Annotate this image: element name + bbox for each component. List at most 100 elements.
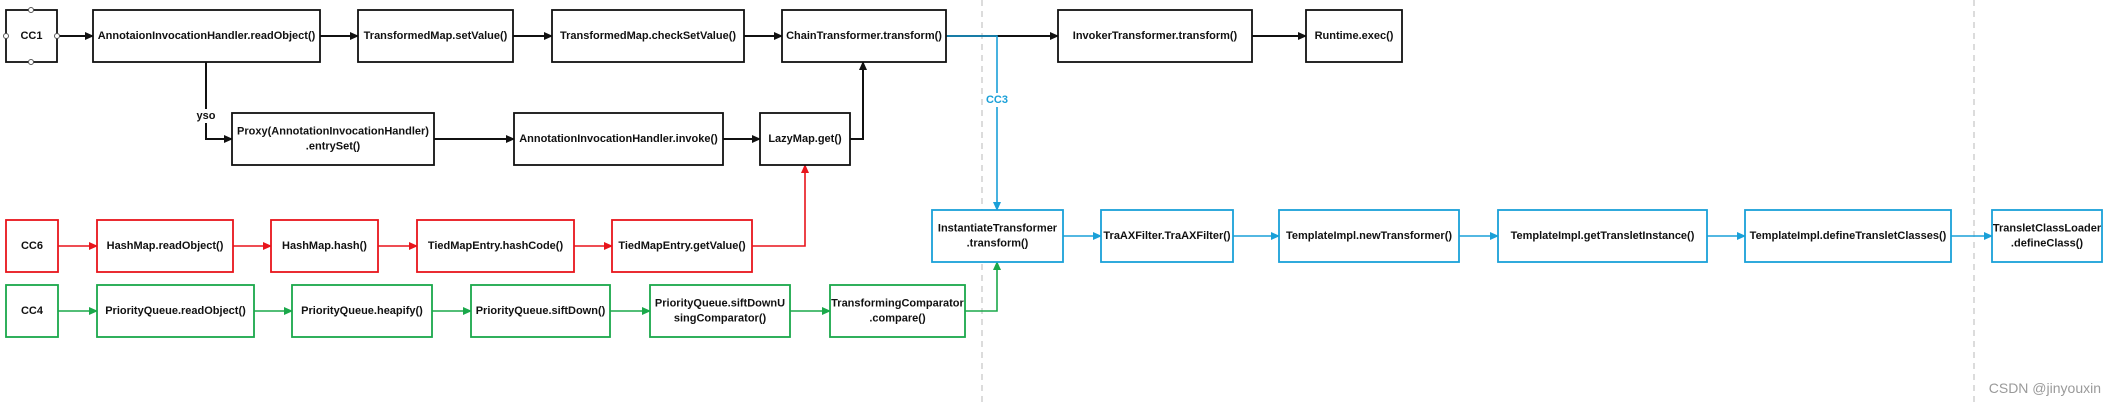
node-label-tme-hashcode: TiedMapEntry.hashCode() — [428, 240, 564, 252]
node-label-cc1: CC1 — [20, 30, 42, 42]
node-cc1: CC1 — [5, 9, 58, 63]
node-label-proxy-entryset-line-1: Proxy(AnnotationInvocationHandler) — [237, 126, 429, 138]
node-pq-siftdown: PriorityQueue.siftDown() — [470, 284, 611, 338]
node-box-cc6 — [5, 219, 59, 273]
node-pq-readobject: PriorityQueue.readObject() — [96, 284, 255, 338]
node-box-cc4 — [5, 284, 59, 338]
node-label-cc4: CC4 — [21, 305, 44, 317]
node-box-tc-compare — [829, 284, 966, 338]
node-label-hashmap-readobject: HashMap.readObject() — [107, 240, 224, 252]
node-tcl-defineclass: TransletClassLoader .defineClass() — [1991, 209, 2103, 263]
node-box-tcl-defineclass — [1991, 209, 2103, 263]
node-label-runtime-exec: Runtime.exec() — [1315, 30, 1394, 42]
node-invoker-transform: InvokerTransformer.transform() — [1057, 9, 1253, 63]
node-label-tm-checksetvalue: TransformedMap.checkSetValue() — [560, 30, 736, 42]
edge-label-cc3: CC3 — [986, 94, 1008, 106]
node-tc-compare: TransformingComparator .compare() — [829, 284, 966, 338]
node-box-tm-checksetvalue — [551, 9, 745, 63]
edge-tme-getvalue-to-lazymap-get — [752, 164, 809, 247]
node-label-pq-heapify: PriorityQueue.heapify() — [301, 305, 423, 317]
node-ti-definetransletclasses: TemplateImpl.defineTransletClasses() — [1744, 209, 1952, 263]
node-label-tme-getvalue: TiedMapEntry.getValue() — [618, 240, 746, 252]
edge-lazymap-get-to-chain-transform — [850, 61, 867, 140]
node-box-lazymap-get — [759, 112, 851, 166]
node-box-pq-siftdown — [470, 284, 611, 338]
node-pq-heapify: PriorityQueue.heapify() — [291, 284, 433, 338]
node-box-hashmap-readobject — [96, 219, 234, 273]
node-box-invoker-transform — [1057, 9, 1253, 63]
node-box-chain-transform — [781, 9, 947, 63]
node-box-pq-heapify — [291, 284, 433, 338]
node-label-pq-readobject: PriorityQueue.readObject() — [105, 305, 246, 317]
node-box-pq-siftdownusingcomparator — [649, 284, 791, 338]
node-label-tcl-defineclass-line-1: TransletClassLoader — [1993, 223, 2102, 235]
edge-label-bg-cc3 — [985, 93, 1009, 107]
node-label-pq-siftdownusingcomparator-line-1: PriorityQueue.siftDownU — [655, 298, 785, 310]
node-label-invoker-transform: InvokerTransformer.transform() — [1073, 30, 1238, 42]
node-box-tme-getvalue — [611, 219, 753, 273]
node-label-proxy-entryset-line-2: .entrySet() — [306, 141, 361, 153]
node-box-hashmap-hash — [270, 219, 379, 273]
node-label-lazymap-get: LazyMap.get() — [768, 133, 842, 145]
node-box-aih-readobject — [92, 9, 321, 63]
node-label-traxfilter: TraAXFilter.TraAXFilter() — [1103, 230, 1230, 242]
node-box-traxfilter — [1100, 209, 1234, 263]
node-label-ti-newtransformer: TemplateImpl.newTransformer() — [1286, 230, 1452, 242]
node-box-runtime-exec — [1305, 9, 1403, 63]
node-box-tme-hashcode — [416, 219, 575, 273]
edge-labels-layer: yso CC3 — [194, 93, 1009, 123]
node-label-pq-siftdownusingcomparator-line-2: singComparator() — [674, 313, 767, 325]
node-label-ti-definetransletclasses: TemplateImpl.defineTransletClasses() — [1750, 230, 1947, 242]
node-cc4: CC4 — [5, 284, 59, 338]
node-label-hashmap-hash: HashMap.hash() — [282, 240, 367, 252]
node-chain-transform: ChainTransformer.transform() — [781, 9, 947, 63]
node-label-tm-setvalue: TransformedMap.setValue() — [364, 30, 508, 42]
node-tm-setvalue: TransformedMap.setValue() — [357, 9, 514, 63]
node-box-ti-newtransformer — [1278, 209, 1460, 263]
node-aih-invoke: AnnotationInvocationHandler.invoke() — [513, 112, 724, 166]
edge-label-bg-yso — [194, 109, 218, 123]
edge-label-yso: yso — [197, 110, 216, 122]
node-ti-newtransformer: TemplateImpl.newTransformer() — [1278, 209, 1460, 263]
node-label-instantiate-transform-line-1: InstantiateTransformer — [938, 223, 1058, 235]
node-label-pq-siftdown: PriorityQueue.siftDown() — [476, 305, 606, 317]
node-box-instantiate-transform — [931, 209, 1064, 263]
node-box-cc1 — [5, 9, 58, 63]
node-ti-gettransletinstance: TemplateImpl.getTransletInstance() — [1497, 209, 1708, 263]
edges-layer — [57, 32, 1993, 315]
node-box-aih-invoke — [513, 112, 724, 166]
node-tm-checksetvalue: TransformedMap.checkSetValue() — [551, 9, 745, 63]
node-tme-hashcode: TiedMapEntry.hashCode() — [416, 219, 575, 273]
node-pq-siftdownusingcomparator: PriorityQueue.siftDownU singComparator() — [649, 284, 791, 338]
nodes-layer: CC1 AnnotaionInvocationHandler.readObject… — [5, 9, 2103, 338]
node-box-proxy-entryset — [231, 112, 435, 166]
node-runtime-exec: Runtime.exec() — [1305, 9, 1403, 63]
node-hashmap-readobject: HashMap.readObject() — [96, 219, 234, 273]
node-box-ti-definetransletclasses — [1744, 209, 1952, 263]
node-box-pq-readobject — [96, 284, 255, 338]
node-label-chain-transform: ChainTransformer.transform() — [786, 30, 942, 42]
node-box-tm-setvalue — [357, 9, 514, 63]
node-lazymap-get: LazyMap.get() — [759, 112, 851, 166]
node-aih-readobject: AnnotaionInvocationHandler.readObject() — [92, 9, 321, 63]
edge-tc-compare-to-instantiate-transform — [965, 261, 1001, 312]
node-box-ti-gettransletinstance — [1497, 209, 1708, 263]
node-proxy-entryset: Proxy(AnnotationInvocationHandler) .entry… — [231, 112, 435, 166]
edge-aih-readobject-to-proxy-entryset — [205, 62, 233, 143]
node-traxfilter: TraAXFilter.TraAXFilter() — [1100, 209, 1234, 263]
node-label-aih-invoke: AnnotationInvocationHandler.invoke() — [519, 133, 718, 145]
node-label-tcl-defineclass-line-2: .defineClass() — [2011, 238, 2083, 250]
node-label-ti-gettransletinstance: TemplateImpl.getTransletInstance() — [1511, 230, 1695, 242]
node-label-tc-compare-line-2: .compare() — [869, 313, 926, 325]
node-instantiate-transform: InstantiateTransformer .transform() — [931, 209, 1064, 263]
watermark: CSDN @jinyouxin — [1988, 380, 2101, 396]
edge-chain-transform-to-instantiate-transform — [946, 35, 1001, 211]
node-label-tc-compare-line-1: TransformingComparator — [831, 298, 964, 310]
node-label-instantiate-transform-line-2: .transform() — [967, 238, 1029, 250]
node-label-aih-readobject: AnnotaionInvocationHandler.readObject() — [98, 30, 316, 42]
node-hashmap-hash: HashMap.hash() — [270, 219, 379, 273]
cc1-connector-dots — [3, 7, 60, 65]
node-cc6: CC6 — [5, 219, 59, 273]
node-label-cc6: CC6 — [21, 240, 43, 252]
